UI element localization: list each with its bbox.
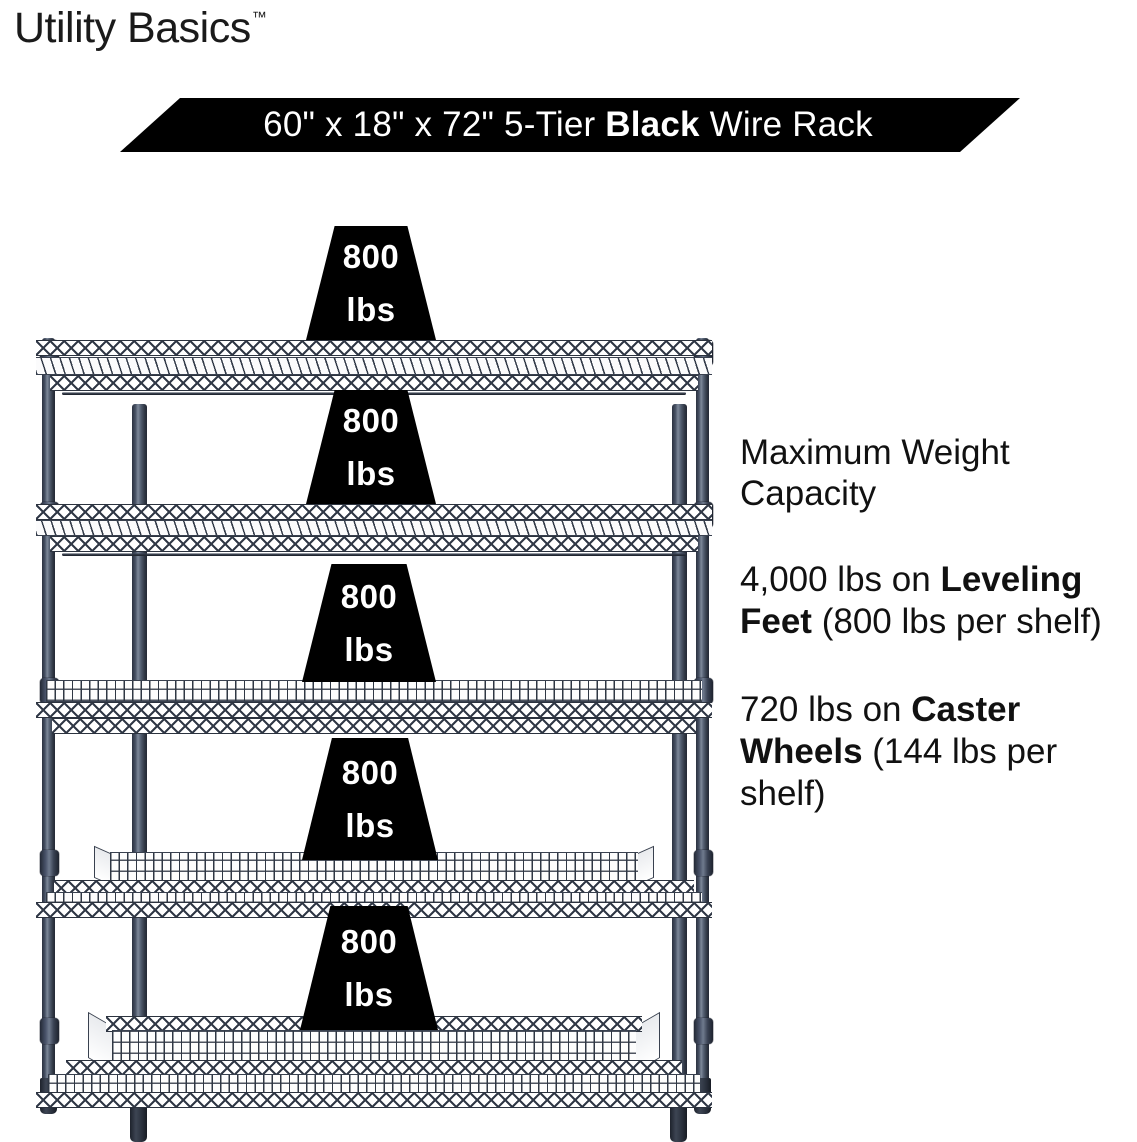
- banner-text-bold: Black: [605, 105, 700, 144]
- banner-text-after: Wire Rack: [699, 105, 873, 144]
- weight-badge-number: 800: [342, 402, 400, 439]
- weight-badge-number: 800: [342, 238, 400, 275]
- wire-rack-illustration: 800 lbs 800 lbs 800 lbs 800 lbs 800 lbs: [36, 226, 726, 1142]
- shelf-truss-band: [36, 504, 712, 520]
- leveling-foot-front-left: [130, 1106, 147, 1142]
- post-collar: [40, 850, 59, 876]
- weight-badge-number: 800: [340, 923, 398, 960]
- caster-wheels-tail: (144 lbs per shelf): [740, 731, 1058, 813]
- caster-wheels-lead: 720 lbs on: [740, 689, 912, 729]
- banner-text-before: 60" x 18" x 72" 5-Tier: [263, 105, 606, 144]
- shelf-2: [36, 504, 712, 560]
- capacity-info-column: Maximum Weight Capacity 4,000 lbs on Lev…: [740, 432, 1130, 861]
- weight-badge-shelf-5: 800 lbs: [300, 906, 438, 1030]
- leveling-feet-label: Leveling Feet: [740, 559, 1083, 641]
- trademark-symbol: ™: [251, 9, 267, 26]
- weight-badge-number: 800: [341, 754, 399, 791]
- shelf-truss-band: [36, 702, 712, 718]
- leveling-feet-tail: (800 lbs per shelf): [811, 601, 1102, 641]
- rack-post-front-right: [672, 404, 687, 1114]
- product-title-text: 60" x 18" x 72" 5-Tier Black Wire Rack: [263, 105, 873, 145]
- capacity-leveling-feet: 4,000 lbs on Leveling Feet (800 lbs per …: [740, 559, 1130, 643]
- brand-name: Utility Basics: [14, 4, 251, 52]
- leveling-feet-lead: 4,000 lbs on: [740, 559, 941, 599]
- shelf-5: [36, 1011, 712, 1108]
- capacity-heading: Maximum Weight Capacity: [740, 433, 1010, 514]
- shelf-truss-band: [66, 1060, 682, 1076]
- rack-post-front-left: [132, 404, 147, 1114]
- shelf-truss-band: [54, 880, 694, 896]
- post-collar: [40, 1018, 59, 1044]
- weight-badge-unit: lbs: [346, 291, 396, 328]
- weight-badge-unit: lbs: [346, 455, 396, 492]
- weight-badge-shelf-3: 800 lbs: [302, 564, 436, 682]
- weight-badge-unit: lbs: [344, 976, 394, 1013]
- shelf-truss-band: [50, 375, 698, 391]
- weight-badge-shelf-2: 800 lbs: [306, 390, 436, 504]
- shelf-3: [36, 678, 712, 734]
- capacity-caster-wheels: 720 lbs on Caster Wheels (144 lbs per sh…: [740, 689, 1130, 815]
- post-collar: [694, 850, 713, 876]
- product-title-banner: 60" x 18" x 72" 5-Tier Black Wire Rack: [120, 98, 1020, 152]
- shelf-front-rail: [62, 553, 686, 556]
- weight-badge-shelf-1: 800 lbs: [306, 226, 436, 340]
- weight-badge-unit: lbs: [345, 807, 395, 844]
- shelf-truss-band: [36, 1092, 712, 1108]
- shelf-wire-surface: [36, 520, 712, 536]
- caster-wheels-label: Caster Wheels: [740, 689, 1021, 771]
- shelf-truss-band: [36, 340, 712, 356]
- shelf-wire-surface: [36, 357, 712, 375]
- weight-badge-unit: lbs: [344, 631, 394, 668]
- weight-badge-number: 800: [340, 578, 398, 615]
- post-collar: [694, 1018, 713, 1044]
- brand-logo: Utility Basics™: [14, 4, 267, 53]
- shelf-wire-surface: [46, 680, 702, 702]
- shelf-truss-band: [52, 718, 696, 734]
- shelf-truss-band: [50, 536, 698, 552]
- leveling-foot-front-right: [670, 1106, 687, 1142]
- weight-badge-shelf-4: 800 lbs: [302, 738, 438, 860]
- shelf-1: [36, 340, 712, 400]
